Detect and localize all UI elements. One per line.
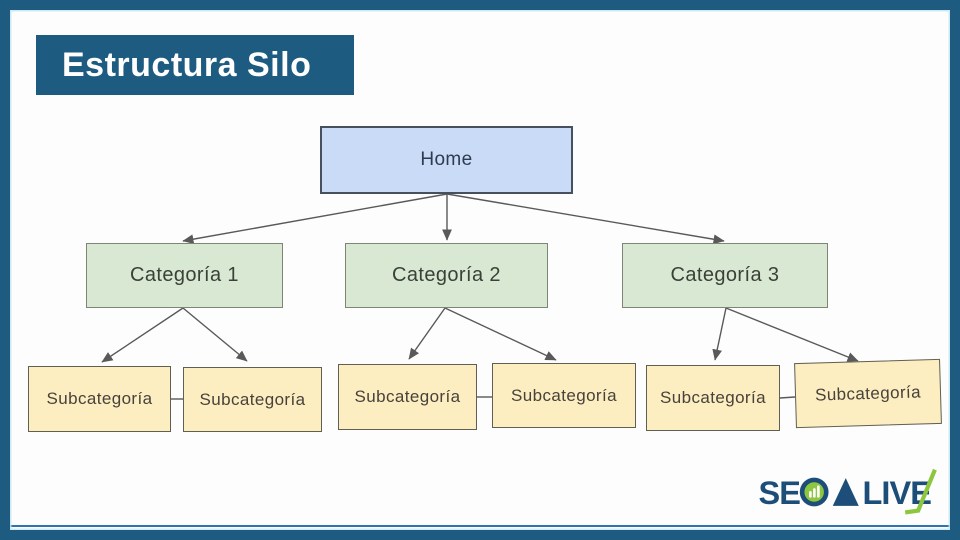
node-subcategory-1-label: Subcategoría — [46, 389, 153, 408]
arrow-cat1-to-sub1 — [101, 307, 184, 363]
node-subcategory-5-label: Subcategoría — [660, 388, 766, 407]
connector-sub5-sub6 — [779, 396, 796, 399]
node-subcategory-6-label: Subcategoría — [814, 381, 922, 405]
node-subcategory-4-label: Subcategoría — [511, 385, 617, 405]
node-subcategory-3: Subcategoría — [338, 364, 477, 430]
node-category-3: Categoría 3 — [622, 243, 828, 308]
node-subcategory-5: Subcategoría — [646, 365, 780, 431]
seoalive-logo: SE LIVE — [758, 468, 937, 515]
footer-divider — [10, 525, 950, 527]
page-title-text: Estructura Silo — [62, 45, 312, 84]
arrow-cat1-to-sub2 — [182, 307, 248, 362]
arrow-cat3-to-sub5 — [712, 307, 727, 361]
diagram-arrows-layer — [101, 193, 859, 400]
node-category-3-label: Categoría 3 — [670, 264, 780, 286]
logo-bar-chart-circle-icon — [799, 477, 829, 507]
node-subcategory-4: Subcategoría — [492, 363, 636, 428]
arrow-cat2-to-sub4 — [444, 307, 557, 361]
node-subcategory-6: Subcategoría — [794, 358, 942, 429]
node-category-1: Categoría 1 — [86, 243, 283, 308]
logo-text-se: SE — [758, 475, 800, 511]
node-category-2-label: Categoría 2 — [392, 264, 501, 286]
node-subcategory-1: Subcategoría — [28, 366, 171, 432]
logo-triangle-icon — [832, 478, 859, 506]
arrow-cat2-to-sub3 — [408, 307, 446, 360]
node-home-label: Home — [420, 149, 473, 170]
node-subcategory-3-label: Subcategoría — [354, 387, 461, 406]
page-title: Estructura Silo — [36, 35, 354, 95]
arrow-cat3-to-sub6 — [725, 307, 859, 362]
logo-rising-slash-icon — [904, 468, 937, 515]
arrow-home-to-cat1 — [182, 193, 448, 244]
node-category-1-label: Categoría 1 — [130, 264, 239, 286]
node-subcategory-2-label: Subcategoría — [199, 389, 306, 409]
node-home: Home — [320, 126, 573, 194]
node-category-2: Categoría 2 — [345, 243, 548, 308]
arrow-home-to-cat3 — [446, 193, 725, 245]
node-subcategory-2: Subcategoría — [183, 367, 322, 432]
